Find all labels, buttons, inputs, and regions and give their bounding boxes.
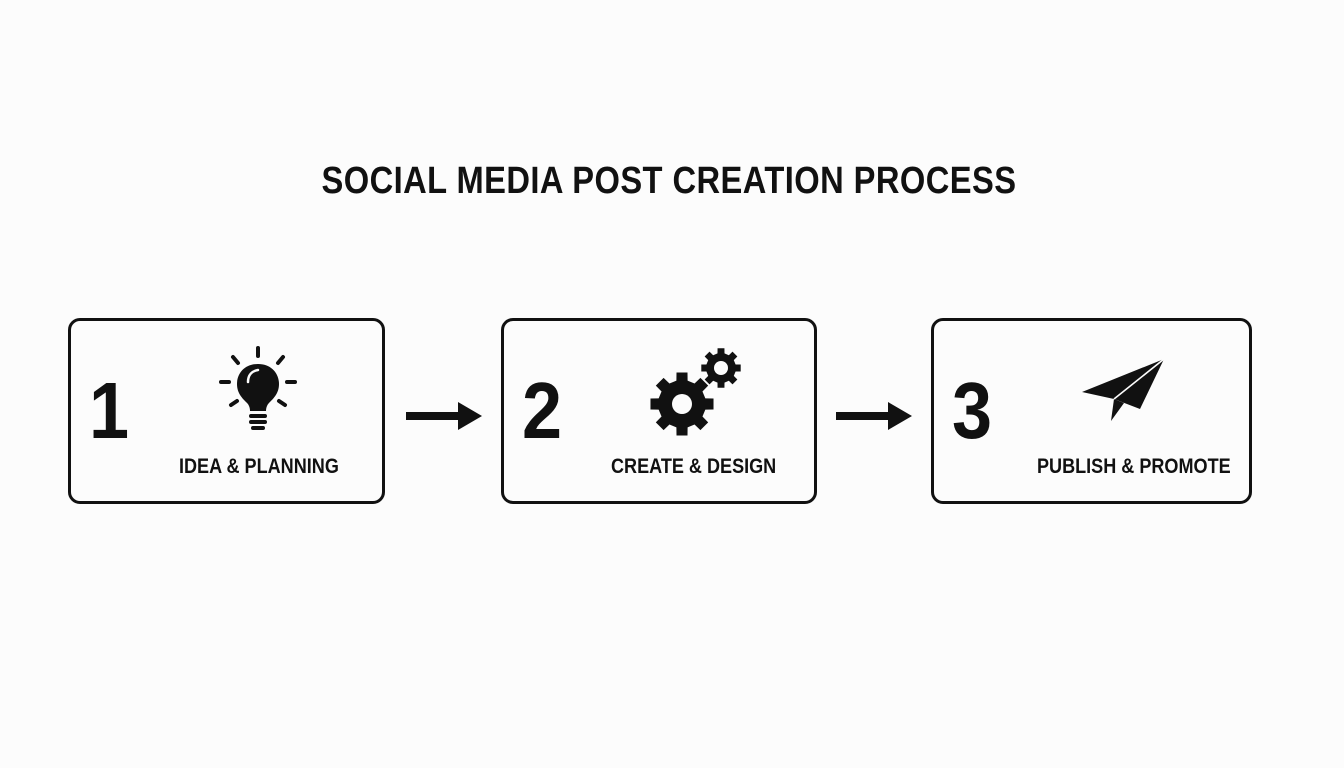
step-1-label: IDEA & PLANNING <box>179 455 339 478</box>
step-3-label: PUBLISH & PROMOTE <box>1037 455 1231 478</box>
step-2-box: 2 CREATE & DESIGN <box>501 318 817 504</box>
step-2-number: 2 <box>522 366 563 455</box>
gears-icon <box>648 346 744 440</box>
step-3-number: 3 <box>952 366 993 455</box>
diagram-title: SOCIAL MEDIA POST CREATION PROCESS <box>321 160 1017 202</box>
arrow-right-icon <box>836 398 914 434</box>
step-2-label: CREATE & DESIGN <box>611 455 777 478</box>
paper-plane-icon <box>1080 357 1166 423</box>
lightbulb-icon <box>217 344 299 440</box>
step-1-number: 1 <box>89 366 130 455</box>
arrow-right-icon <box>406 398 484 434</box>
step-1-box: 1 IDEA & PLANNING <box>68 318 385 504</box>
step-3-box: 3 PUBLISH & PROMOTE <box>931 318 1252 504</box>
